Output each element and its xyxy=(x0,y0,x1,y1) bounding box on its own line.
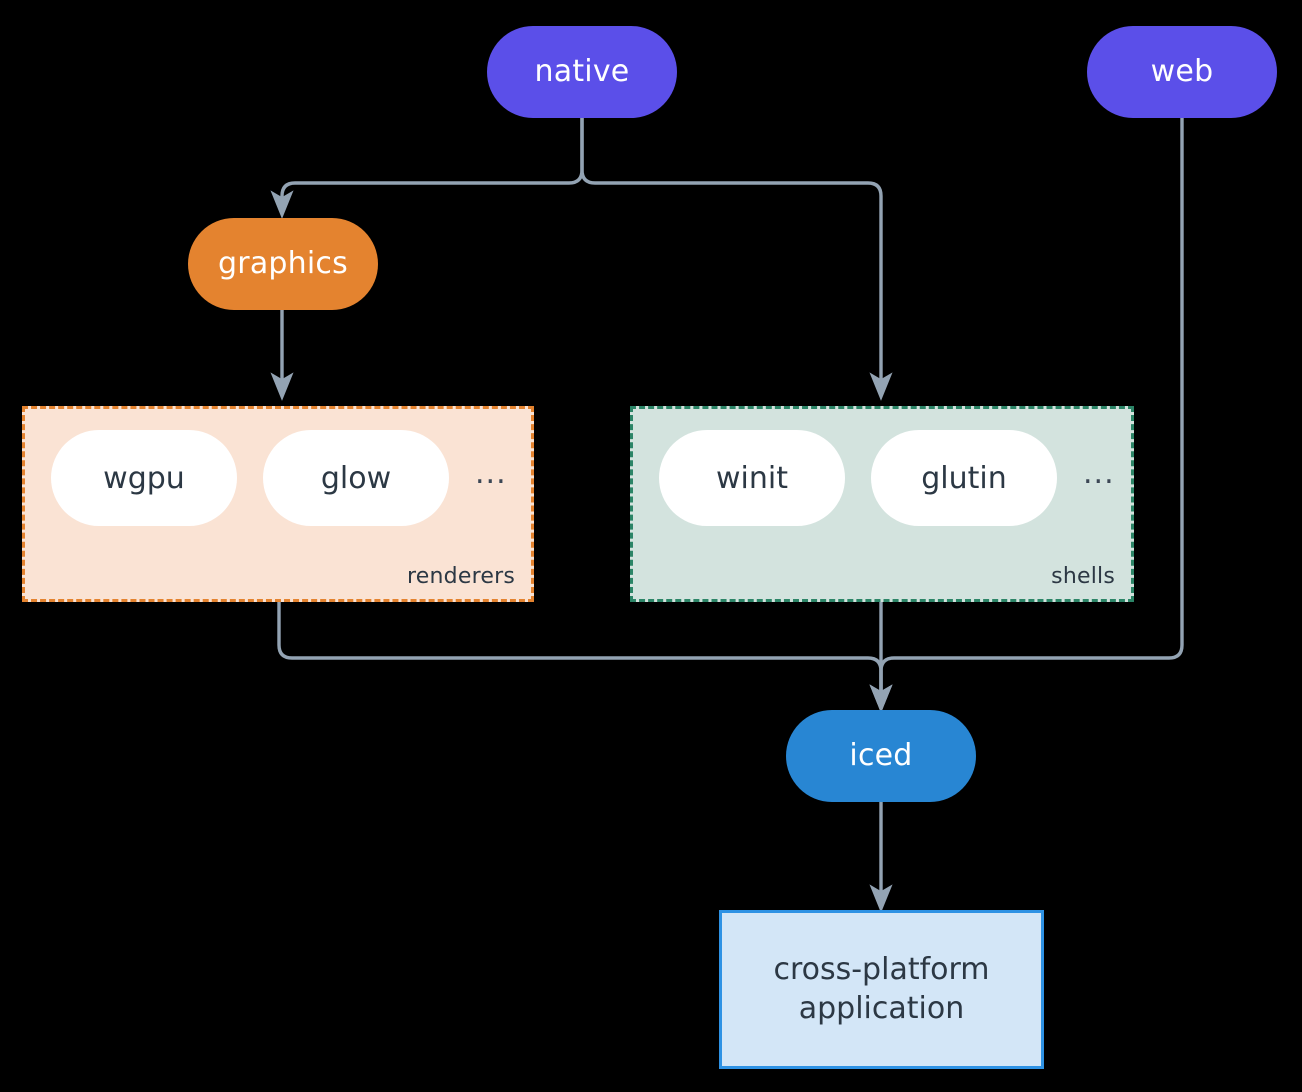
node-winit[interactable]: winit xyxy=(659,430,845,526)
shells-more-ellipsis: ... xyxy=(1083,455,1115,491)
node-graphics[interactable]: graphics xyxy=(188,218,378,310)
application-label-line2: application xyxy=(798,990,965,1026)
edge-renderers-to-iced xyxy=(277,600,893,713)
cluster-renderers-label: renderers xyxy=(407,564,515,589)
cluster-renderers: wgpu glow ... renderers xyxy=(22,406,534,602)
node-native-label: native xyxy=(534,53,630,89)
node-glutin-label: glutin xyxy=(921,460,1007,496)
node-wgpu[interactable]: wgpu xyxy=(51,430,237,526)
node-web[interactable]: web xyxy=(1087,26,1277,118)
node-glutin[interactable]: glutin xyxy=(871,430,1057,526)
node-native[interactable]: native xyxy=(487,26,677,118)
edge-native-to-graphics xyxy=(270,116,584,219)
renderers-more-ellipsis: ... xyxy=(475,455,507,491)
node-glow-label: glow xyxy=(320,460,392,496)
application-label-line1: cross-platform xyxy=(773,952,990,988)
node-wgpu-label: wgpu xyxy=(103,460,185,496)
shells-item-row: winit glutin ... xyxy=(633,430,1115,526)
cluster-shells-label: shells xyxy=(1051,564,1115,589)
cluster-shells: winit glutin ... shells xyxy=(630,406,1134,602)
node-iced[interactable]: iced xyxy=(786,710,976,802)
node-graphics-label: graphics xyxy=(218,245,348,281)
renderers-item-row: wgpu glow ... xyxy=(25,430,507,526)
node-cross-platform-application[interactable]: cross-platform application xyxy=(719,910,1044,1069)
node-web-label: web xyxy=(1150,53,1214,89)
node-winit-label: winit xyxy=(716,460,788,496)
node-iced-label: iced xyxy=(849,737,913,773)
node-glow[interactable]: glow xyxy=(263,430,449,526)
edge-native-to-shells xyxy=(580,116,893,401)
